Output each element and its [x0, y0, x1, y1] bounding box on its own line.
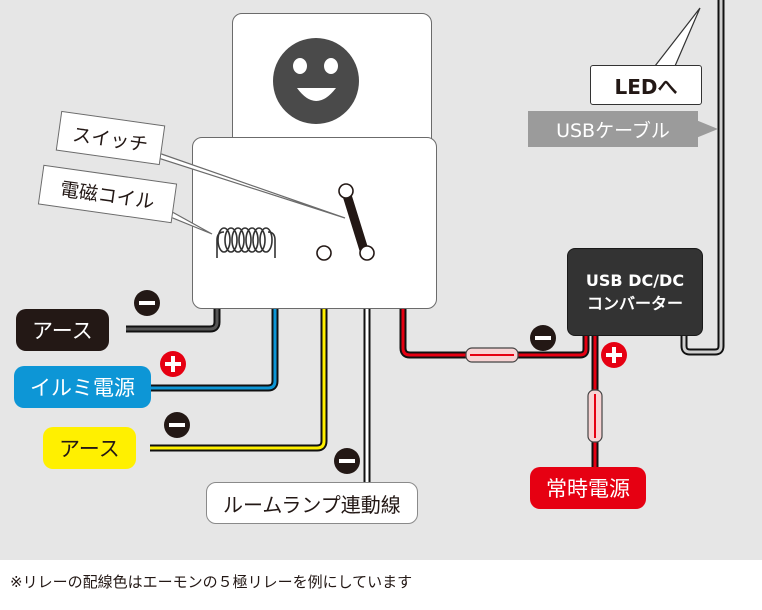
- illumi-wire-inner: [150, 258, 277, 390]
- illumi-power-label: イルミ電源: [14, 366, 151, 408]
- earth-label-bottom: アース: [43, 427, 136, 469]
- illumi-power-label-text: イルミ電源: [30, 376, 135, 400]
- room-lamp-label-text: ルームランプ連動線: [223, 492, 401, 517]
- minus-sign-icon: [530, 325, 556, 351]
- minus-sign-icon: [134, 290, 160, 316]
- converter-line1: USB DC/DC: [585, 270, 685, 290]
- smiley-right-eye: [324, 58, 338, 74]
- converter-line2: コンバーター: [586, 294, 683, 313]
- smiley-mouth: [297, 88, 336, 101]
- switch-callout-pointer: [149, 149, 346, 219]
- wiring-diagram: スイッチ 電磁コイル アース イルミ電源 アース ルームランプ連動線 常時電源 …: [0, 0, 762, 560]
- footnote: ※リレーの配線色はエーモンの５極リレーを例にしています: [10, 573, 413, 591]
- switch-lever: [341, 187, 369, 255]
- plus-sign-icon: [160, 351, 186, 377]
- coil-callout-label: 電磁コイル: [58, 177, 156, 213]
- usb-cable-wire-inner: [682, 0, 723, 354]
- room-lamp-label: ルームランプ連動線: [206, 482, 418, 524]
- constant-power-label-text: 常時電源: [546, 477, 630, 501]
- earth-wire-top-inner: [126, 258, 219, 331]
- switch-contact-common: [359, 245, 375, 261]
- usb-cable-callout-label: USBケーブル: [556, 119, 670, 142]
- smiley-icon: [273, 38, 359, 124]
- switch-contact-top: [338, 183, 354, 199]
- minus-sign-icon: [334, 448, 360, 474]
- led-callout: LEDへ: [590, 65, 702, 105]
- usb-dcdc-converter: USB DC/DC コンバーター: [567, 248, 703, 336]
- earth-label-top: アース: [16, 309, 109, 351]
- plus-sign-icon: [601, 342, 627, 368]
- usb-cable-callout: USBケーブル: [528, 111, 698, 147]
- coil-icon: [216, 227, 276, 258]
- earth-label-top-text: アース: [32, 319, 93, 343]
- relay-internals: [149, 38, 375, 261]
- relay-body: [192, 137, 437, 309]
- earth-label-bottom-text: アース: [59, 437, 120, 461]
- switch-callout-label: スイッチ: [71, 123, 150, 156]
- led-callout-label: LEDへ: [614, 74, 678, 99]
- usb-cable-callout-pointer: [696, 120, 718, 138]
- smiley-left-eye: [293, 58, 307, 74]
- earth-wire-bottom-inner: [150, 258, 326, 450]
- minus-sign-icon: [164, 412, 190, 438]
- constant-power-label: 常時電源: [530, 467, 646, 509]
- switch-contact-nc: [316, 245, 332, 261]
